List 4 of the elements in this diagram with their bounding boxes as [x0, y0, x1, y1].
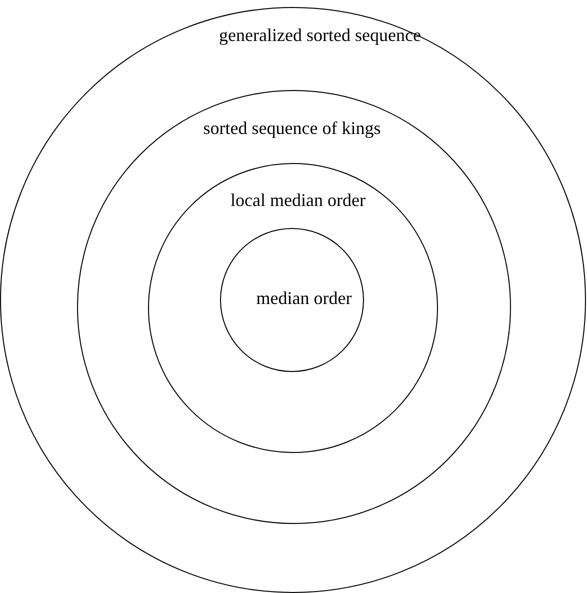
set-label: median order	[256, 288, 352, 308]
set-label: local median order	[230, 190, 366, 210]
set-label: sorted sequence of kings	[203, 118, 381, 138]
set-label: generalized sorted sequence	[219, 25, 421, 45]
